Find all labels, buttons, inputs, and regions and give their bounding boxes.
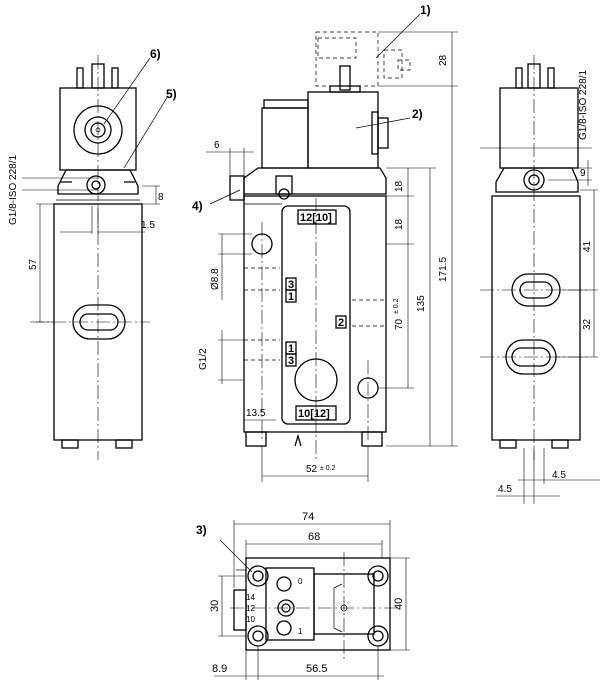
dim-1-5: 1.5 [141, 220, 155, 231]
dim-30: 30 [209, 600, 221, 612]
bottom-view: 14 12 10 0 1 [230, 552, 400, 660]
dim-4-5-a: 4.5 [552, 470, 566, 481]
thread-label-left: G1/8-ISO 228/1 [8, 155, 19, 225]
dim-28: 28 [438, 54, 449, 66]
dim-6: 6 [214, 140, 220, 151]
dim-40: 40 [393, 598, 405, 610]
dim-g1-2: G1/2 [198, 348, 209, 370]
dim-32: 32 [582, 318, 593, 330]
callout-1: 1) [420, 3, 431, 17]
dim-70-tol: ± 0.2 [393, 298, 400, 314]
dim-74: 74 [302, 511, 314, 523]
front-view-dimensions: 1) 2) 4) 6 28 171.5 135 18 18 [192, 3, 458, 482]
dim-18b: 18 [394, 218, 405, 230]
callout-4: 4) [192, 199, 203, 213]
dim-9: 9 [580, 168, 586, 179]
callout-5: 5) [166, 87, 177, 101]
port-1: 1 [288, 291, 294, 303]
label-12: 12 [246, 604, 255, 613]
callout-6: 6) [150, 47, 161, 61]
left-side-view [30, 55, 150, 460]
dim-135: 135 [416, 295, 427, 312]
dim-18a: 18 [394, 180, 405, 192]
dim-4-5-b: 4.5 [498, 484, 512, 495]
dim-8: 8 [158, 192, 164, 203]
front-view: 12[10] 3 1 2 1 3 10[12] [229, 31, 411, 460]
dim-8-9: 8.9 [212, 663, 227, 675]
dim-13-5: 13.5 [246, 408, 266, 419]
dim-68: 68 [308, 531, 320, 543]
right-side-view [480, 55, 590, 460]
port-3-lower: 3 [288, 355, 294, 367]
dim-dia-8-8: Ø8.8 [210, 268, 221, 290]
port-3: 3 [288, 279, 294, 291]
dim-56-5: 56.5 [306, 663, 327, 675]
port-12-10: 12[10] [300, 212, 332, 224]
dim-171-5: 171.5 [438, 257, 449, 282]
thread-label-right: G1/8-ISO 228/1 [578, 70, 589, 140]
port-2: 2 [338, 317, 344, 329]
right-view-dimensions: G1/8-ISO 228/1 9 41 32 4.5 4.5 [480, 70, 600, 504]
dim-57: 57 [28, 258, 39, 270]
port-1-lower: 1 [288, 343, 294, 355]
label-10: 10 [246, 615, 255, 624]
dim-41: 41 [582, 240, 593, 252]
callout-3: 3) [196, 523, 207, 537]
label-1: 1 [298, 627, 303, 636]
callout-2: 2) [412, 107, 423, 121]
dim-52: 52 [306, 464, 318, 475]
left-view-dimensions: G1/8-ISO 228/1 8 1.5 57 6) 5) [8, 47, 177, 323]
label-14: 14 [246, 593, 255, 602]
dim-52-tol: ± 0.2 [320, 465, 336, 472]
label-0: 0 [298, 577, 303, 586]
bottom-view-dimensions: 3) 74 68 30 40 8.9 56.5 [196, 511, 410, 680]
port-10-12: 10[12] [298, 408, 330, 420]
dim-70: 70 [394, 318, 405, 330]
